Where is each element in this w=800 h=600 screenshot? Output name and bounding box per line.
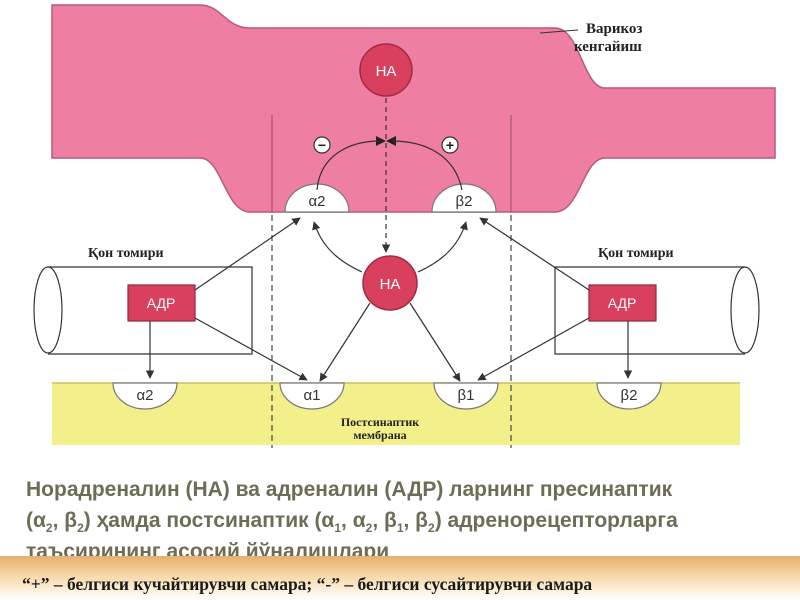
post-alpha1-receptor [279,382,345,410]
varicosity-label-line2: кенгайиш [574,39,642,55]
caption-fragment: , β [372,509,397,532]
caption-subscript: 2 [365,521,373,536]
plus-sign: + [446,137,454,153]
caption-fragment: ) ҳамда постсинаптик (α [83,509,335,532]
legend-text: “+” – белгиси кучайтирувчи самара; “-” –… [22,574,593,594]
pre-alpha2-receptor [284,183,350,213]
varicosity-label-line1: Варикоз [586,21,642,37]
post-beta1-label: β1 [458,387,475,404]
caption-subscript: 1 [396,521,404,536]
caption-fragment: (α [26,509,46,532]
minus-sign: − [318,137,326,153]
post-beta1-receptor [433,382,499,410]
legend-bar [0,556,800,600]
plus-sign-circle [441,136,459,154]
feedback-arc [316,140,463,191]
adr-right-to-beta1-arrow [477,317,590,381]
caption-line1: Норадреналин (НА) ва адреналин (АДР) лар… [26,478,673,501]
adr-left-to-pre-alpha2-arrow [194,217,301,291]
caption-fragment: , β [403,509,429,532]
caption-subscript: 2 [77,521,84,536]
caption-subscript: 2 [428,521,435,536]
ha-center-label: НА [380,276,401,293]
adr-left-label: АДР [147,295,176,311]
membrane-label-line1: Постсинаптик [341,415,419,429]
ha-center-circle [362,255,418,311]
post-beta2-label: β2 [621,387,638,404]
adrenoreceptor-diagram: α2 β2 α2 α1 β1 β2 НА − + НА АДР Қон томи… [33,4,776,448]
caption-fragment: , β [52,509,78,532]
caption-fragment: ) адренорецепторларга [434,509,678,532]
caption-subscript: 2 [45,521,53,536]
adr-left-to-alpha1-arrow [194,317,308,381]
ha-top-label: НА [376,63,397,80]
na-to-pre-beta2-arrow [417,221,468,273]
varicosity-pointer [539,29,579,34]
adr-right-to-pre-beta2-arrow [479,217,590,291]
ha-top-circle [359,43,413,97]
pre-beta2-receptor [431,183,497,213]
caption-subscript: 1 [334,521,342,536]
membrane-label-line2: мембрана [353,428,406,442]
pre-beta2-label: β2 [456,193,473,210]
post-beta2-receptor [596,382,662,410]
post-alpha1-label: α1 [303,387,320,404]
adr-left-box [127,284,196,322]
pre-alpha2-label: α2 [308,193,325,210]
vessel-right-end [730,266,760,354]
na-to-alpha1-arrow [319,302,371,382]
adr-right-box [588,284,657,322]
post-alpha2-receptor [112,382,178,410]
post-alpha2-label: α2 [136,387,153,404]
adr-right-label: АДР [608,295,637,311]
caption-fragment: , α [341,509,366,532]
vessel-left-end [33,266,63,354]
na-to-pre-alpha2-arrow [312,221,363,273]
vessel-left-label: Қон томири [88,246,164,261]
minus-sign-circle [313,136,331,154]
figure-caption: Норадреналин (НА) ва адреналин (АДР) лар… [26,474,794,567]
na-to-beta1-arrow [409,302,461,382]
junction-mark [376,136,396,146]
vessel-right-label: Қон томири [598,246,674,261]
presynaptic-terminal [51,4,776,213]
